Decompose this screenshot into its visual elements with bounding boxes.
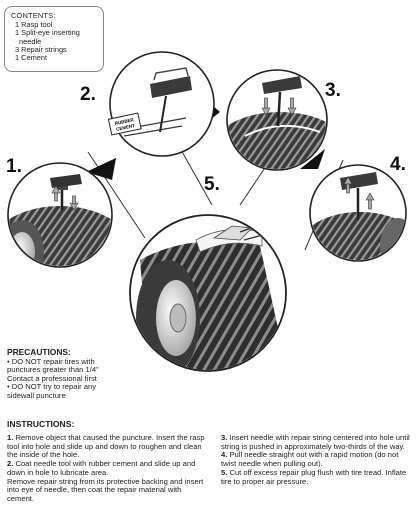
instructions-right-column: 3. Insert needle with repair string cent… [221, 433, 411, 486]
step-2-circle: RUBBER CEMENT [107, 51, 215, 157]
contents-item: 1 Split-eye inserting [15, 28, 80, 38]
precautions-block: PRECAUTIONS: • DO NOT repair tires with … [7, 348, 127, 401]
packet-label-line2: CEMENT [116, 123, 136, 132]
instruction-1: 1. Remove object that caused the punctur… [7, 433, 205, 460]
contents-item: 1 Cement [15, 53, 48, 63]
step-number-3: 3. [325, 80, 341, 101]
contents-item: 1 Rasp tool [15, 20, 53, 30]
step-1-circle [7, 162, 113, 268]
instruction-3: 3. Insert needle with repair string cent… [221, 433, 410, 451]
instructions-title: INSTRUCTIONS: [7, 419, 75, 429]
instruction-4: 4. Pull needle straight out with a rapid… [221, 450, 399, 469]
precaution-line: Contact a professional first [7, 373, 97, 383]
precaution-line: sidewall puncture [7, 390, 66, 400]
instructions-left-column: 1. Remove object that caused the punctur… [7, 433, 210, 504]
contents-item: 3 Repair strings [15, 44, 67, 54]
precaution-line: punctures greater than 1/4" [7, 365, 99, 375]
instruction-5: 5. Cut off excess repair plug flush with… [221, 467, 407, 486]
contents-box: CONTENTS: 1 Rasp tool 1 Split-eye insert… [4, 6, 104, 72]
step-number-5: 5. [204, 174, 220, 195]
step-3-circle [226, 69, 328, 171]
contents-title: CONTENTS: [11, 11, 56, 20]
contents-item: needle [19, 36, 42, 46]
instruction-2: 2. Coat needle tool with rubber cement a… [7, 459, 196, 477]
step-5-circle [129, 214, 287, 372]
step-number-1: 1. [6, 156, 22, 177]
precaution-line: • DO NOT repair tires with [7, 356, 95, 366]
step-4-circle [309, 164, 407, 262]
precaution-line: • DO NOT try to repair any [7, 382, 97, 392]
packet-label-line1: RUBBER [114, 117, 135, 126]
step-arrow-3 [300, 149, 325, 169]
precautions-title: PRECAUTIONS: [7, 347, 71, 357]
step-arrow-1 [86, 158, 116, 180]
instruction-2b: Remove repair string from its protective… [7, 476, 204, 503]
step-number-4: 4. [390, 154, 406, 175]
step-number-2: 2. [80, 84, 96, 105]
